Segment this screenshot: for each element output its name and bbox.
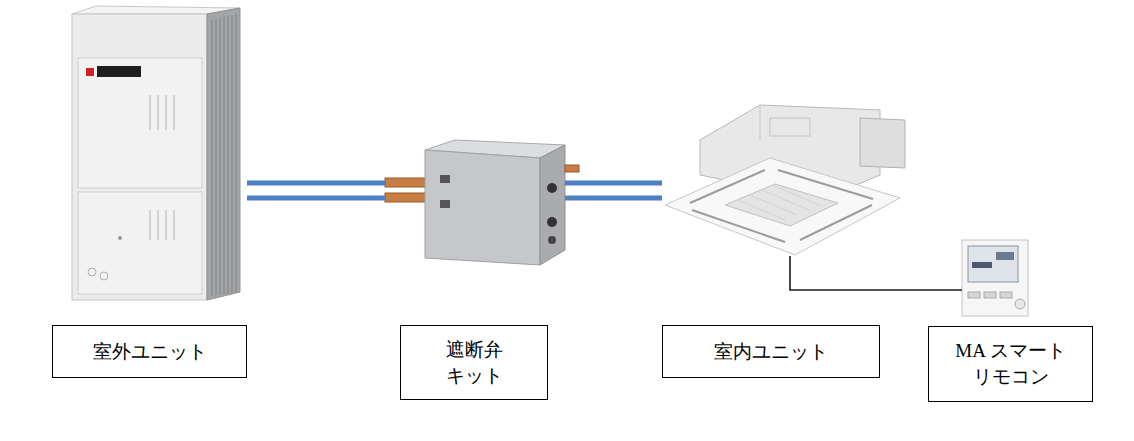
outdoor-unit-picture (100, 272, 108, 280)
indoor-cassette-picture (750, 195, 797, 215)
outdoor-unit-picture (212, 14, 236, 296)
shutoff-valve-kit-picture (385, 140, 579, 265)
outdoor-unit-picture (236, 14, 237, 293)
label-box: 室外ユニット (52, 325, 247, 378)
outdoor-unit-picture (220, 18, 221, 295)
indoor-cassette-picture (760, 105, 761, 140)
indoor-cassette-picture (725, 184, 838, 226)
shutoff-valve-kit-picture (547, 183, 557, 193)
indoor-cassette-picture (762, 190, 809, 210)
shutoff-valve-kit-picture (425, 150, 540, 265)
component-node: 室内ユニット (662, 100, 900, 378)
label-box: MA スマート リモコン (928, 326, 1093, 402)
refrigerant-pipe (247, 183, 385, 198)
shutoff-valve-kit-picture (548, 236, 556, 244)
indoor-cassette-picture (690, 170, 765, 203)
remote-controller-picture (962, 240, 1028, 316)
shutoff-valve-kit-picture (540, 145, 565, 265)
remote-controller-picture (996, 252, 1014, 260)
shutoff-valve-kit-picture (385, 193, 431, 202)
component-label: 遮断弁 キット (434, 337, 514, 388)
outdoor-unit-picture (150, 95, 174, 240)
outdoor-unit-picture (72, 14, 207, 300)
remote-controller-picture (984, 292, 996, 298)
indoor-cassette-picture (665, 158, 900, 255)
remote-controller-picture (968, 292, 980, 298)
outdoor-unit-picture (118, 236, 122, 240)
outdoor-unit-picture (216, 19, 217, 295)
remote-controller-picture (1015, 299, 1025, 309)
outdoor-unit-picture (165, 95, 167, 130)
remote-controller-picture (972, 262, 992, 268)
shutoff-valve-kit-picture (440, 175, 450, 183)
control-wire (790, 256, 962, 290)
outdoor-unit-picture (173, 95, 175, 130)
outdoor-unit-picture (232, 15, 233, 293)
outdoor-unit-picture (207, 8, 240, 300)
remote-controller-picture (962, 240, 1028, 316)
outdoor-unit-picture (149, 210, 151, 240)
indoor-cassette-picture (692, 210, 785, 242)
label-box: 遮断弁 キット (400, 325, 548, 400)
remote-controller-picture (968, 246, 1018, 282)
label-box: 室内ユニット (662, 325, 880, 378)
refrigerant-pipe (565, 196, 662, 201)
outdoor-unit-picture (173, 210, 175, 240)
indoor-cassette-picture (774, 186, 821, 206)
indoor-cassette-picture (778, 170, 873, 199)
indoor-cassette-picture (690, 170, 873, 242)
outdoor-unit-picture (212, 20, 213, 296)
shutoff-valve-kit-picture (385, 178, 431, 187)
refrigerant-pipe (565, 183, 662, 198)
outdoor-unit-picture (78, 58, 202, 188)
component-node: MA スマート リモコン (928, 238, 1093, 402)
shutoff-valve-kit-picture (565, 165, 579, 172)
component-node: 遮断弁 キット (385, 140, 565, 400)
outdoor-unit-picture (224, 17, 225, 294)
outdoor-unit-picture (165, 210, 167, 240)
component-node: 室外ユニット (52, 8, 247, 378)
indoor-cassette-picture (738, 186, 821, 220)
remote-controller-picture (1000, 292, 1012, 298)
control-wire (790, 256, 962, 290)
shutoff-valve-kit-picture (440, 200, 450, 208)
component-label: 室外ユニット (93, 339, 207, 365)
refrigerant-pipe (247, 196, 385, 201)
outdoor-unit-picture (228, 16, 229, 294)
outdoor-unit-picture (78, 192, 202, 294)
refrigerant-pipe (565, 181, 662, 186)
indoor-cassette-picture (738, 200, 785, 220)
outdoor-unit-picture (72, 6, 240, 300)
outdoor-unit-picture (97, 66, 141, 77)
indoor-cassette-picture (665, 105, 905, 255)
outdoor-unit-picture (157, 95, 159, 130)
outdoor-unit-picture (149, 95, 151, 130)
component-label: MA スマート リモコン (952, 338, 1070, 389)
indoor-cassette-picture (770, 118, 810, 136)
refrigerant-pipe (247, 181, 385, 186)
indoor-cassette-picture (800, 205, 872, 240)
outdoor-unit-picture (157, 210, 159, 240)
shutoff-valve-kit-picture (547, 217, 557, 227)
outdoor-unit-picture (88, 268, 96, 276)
indoor-cassette-picture (860, 118, 905, 168)
outdoor-unit-picture (86, 68, 94, 76)
component-label: 室内ユニット (714, 339, 828, 365)
